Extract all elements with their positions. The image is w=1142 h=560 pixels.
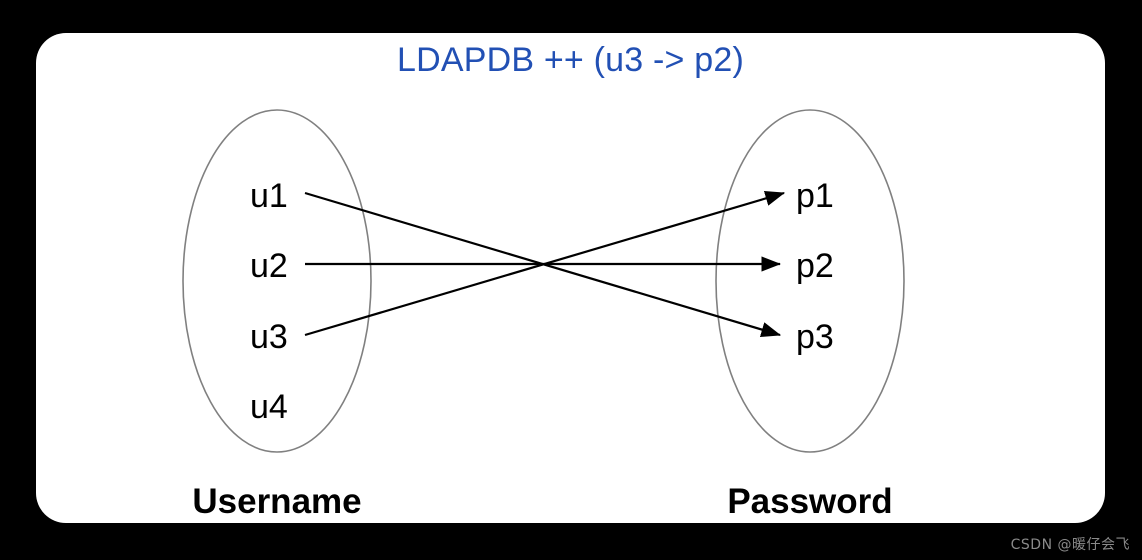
node-label-p2: p2 xyxy=(796,247,834,285)
csdn-watermark: CSDN @暖仔会飞 xyxy=(1010,537,1130,553)
node-label-p1: p1 xyxy=(796,177,834,215)
node-label-u4: u4 xyxy=(250,388,288,426)
left-set-ellipse xyxy=(182,109,372,453)
node-label-p3: p3 xyxy=(796,318,834,356)
diagram-panel: LDAPDB ++ (u3 -> p2) u1 u2 u3 u4 p1 xyxy=(36,33,1105,523)
diagram-title: LDAPDB ++ (u3 -> p2) xyxy=(396,41,744,79)
node-label-u3: u3 xyxy=(250,318,288,356)
node-label-u1: u1 xyxy=(250,177,288,215)
right-set-caption: Password xyxy=(727,482,893,521)
node-label-u2: u2 xyxy=(250,247,288,285)
mapping-arrow-u3-p1 xyxy=(304,190,786,337)
left-set-caption: Username xyxy=(192,482,362,521)
diagram-graphics xyxy=(182,109,905,453)
right-set-ellipse xyxy=(715,109,905,453)
